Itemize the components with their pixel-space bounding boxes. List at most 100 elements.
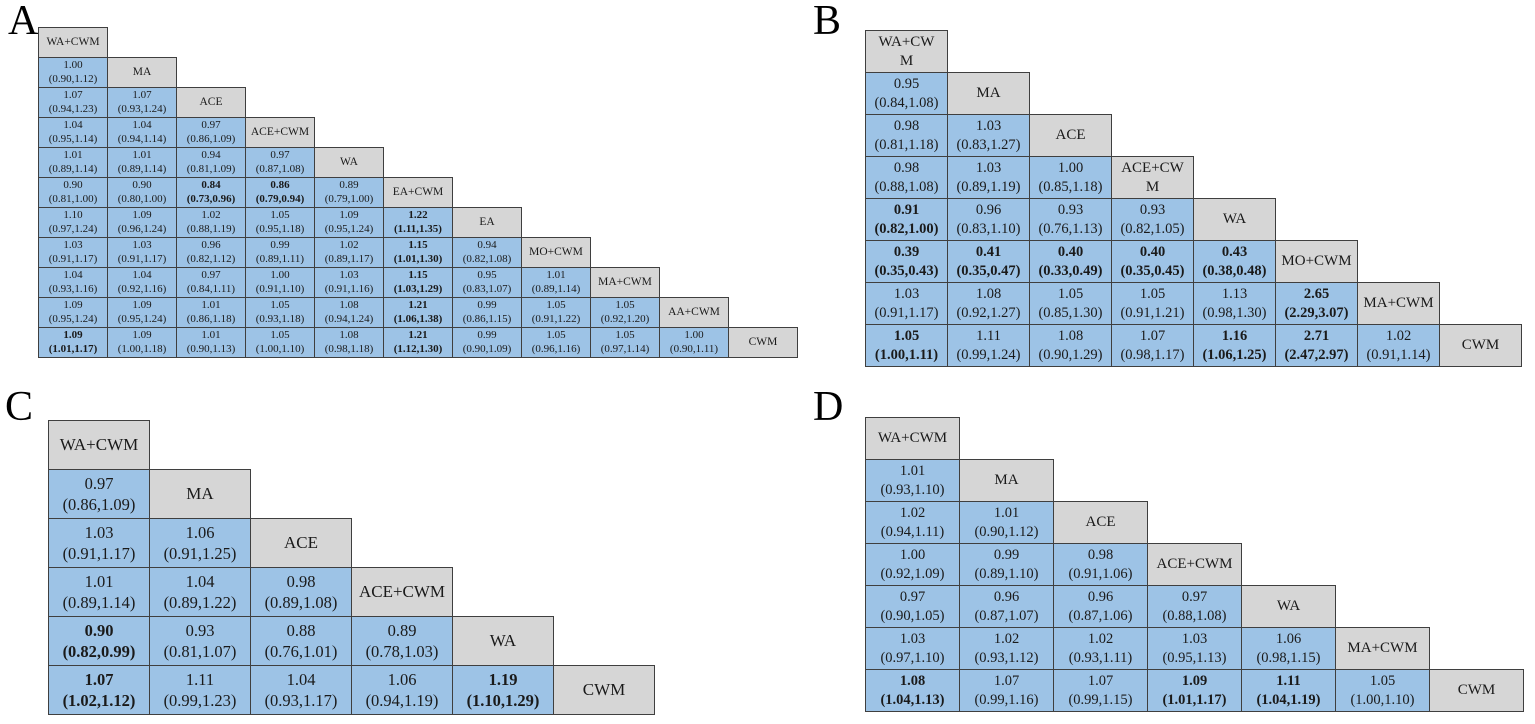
estimate-value: 1.07	[993, 672, 1020, 689]
comparison-cell: 1.09(1.01,1.17)	[1147, 669, 1242, 712]
confidence-interval: (0.99,1.24)	[956, 346, 1021, 363]
comparison-cell: 1.02(0.88,1.19)	[176, 207, 246, 238]
confidence-interval: (0.92,1.16)	[117, 282, 167, 295]
comparison-cell: 0.40(0.35,0.45)	[1111, 240, 1194, 283]
confidence-interval: (0.93,1.24)	[117, 102, 167, 115]
estimate-value: 1.03	[1181, 630, 1208, 647]
panel-label-d: D	[813, 384, 844, 430]
comparison-cell: 0.97(0.84,1.11)	[176, 267, 246, 298]
estimate-value: 1.05	[546, 329, 566, 341]
estimate-value: 1.04	[185, 571, 215, 591]
confidence-interval: (1.10,1.29)	[466, 691, 540, 710]
estimate-value: 0.98	[286, 571, 316, 591]
estimate-value: 1.02	[1087, 630, 1114, 647]
confidence-interval: (0.95,1.24)	[48, 312, 98, 325]
comparison-cell: 1.09(1.01,1.17)	[38, 327, 108, 358]
estimate-value: 0.90	[63, 179, 83, 191]
estimate-value: 0.89	[339, 179, 359, 191]
comparison-cell: 1.05(1.00,1.11)	[865, 324, 948, 367]
confidence-interval: (0.82,1.08)	[462, 252, 512, 265]
estimate-value: 1.04	[63, 269, 83, 281]
comparison-cell: 0.99(0.89,1.10)	[959, 543, 1054, 586]
confidence-interval: (0.79,0.94)	[255, 192, 305, 205]
comparison-cell: 1.05(0.93,1.18)	[245, 297, 315, 328]
confidence-interval: (0.92,1.09)	[880, 565, 945, 582]
estimate-value: 1.04	[132, 269, 152, 281]
confidence-interval: (0.93,1.18)	[255, 312, 305, 325]
estimate-value: 0.95	[477, 269, 497, 281]
estimate-value: 0.90	[84, 620, 114, 640]
confidence-interval: (0.94,1.11)	[880, 523, 945, 540]
table-row: 0.90(0.82,0.99)0.93(0.81,1.07)0.88(0.76,…	[48, 616, 655, 666]
confidence-interval: (1.03,1.29)	[393, 282, 443, 295]
treatment-header: WA	[1193, 198, 1276, 241]
confidence-interval: (1.06,1.25)	[1202, 346, 1267, 363]
estimate-value: 1.02	[1385, 327, 1412, 344]
estimate-value: 1.21	[408, 299, 428, 311]
confidence-interval: (0.95,1.18)	[255, 222, 305, 235]
comparison-cell: 0.98(0.88,1.08)	[865, 156, 948, 199]
comparison-cell: 1.05(0.97,1.14)	[590, 327, 660, 358]
confidence-interval: (0.97,1.24)	[48, 222, 98, 235]
comparison-cell: 1.09(0.95,1.24)	[107, 297, 177, 328]
comparison-cell: 1.22(1.11,1.35)	[383, 207, 453, 238]
confidence-interval: (0.83,1.27)	[956, 136, 1021, 153]
comparison-cell: 1.08(0.98,1.18)	[314, 327, 384, 358]
estimate-value: 1.08	[1057, 327, 1084, 344]
comparison-cell: 0.84(0.73,0.96)	[176, 177, 246, 208]
table-row: 1.05(1.00,1.11)1.11(0.99,1.24)1.08(0.90,…	[865, 324, 1522, 367]
confidence-interval: (0.92,1.27)	[956, 304, 1021, 321]
comparison-cell: 1.11 (1.04,1.19)	[1241, 669, 1336, 712]
estimate-value: 0.90	[132, 179, 152, 191]
comparison-cell: 1.03(0.91,1.17)	[107, 237, 177, 268]
comparison-cell: 0.98(0.91,1.06)	[1053, 543, 1148, 586]
confidence-interval: (0.84,1.08)	[874, 94, 939, 111]
estimate-value: 0.98	[893, 159, 920, 176]
confidence-interval: (0.92,1.20)	[600, 312, 650, 325]
treatment-header: ACE	[1053, 501, 1148, 544]
treatment-header: ACE+CWM	[245, 117, 315, 148]
table-row: WA+CWM	[865, 417, 1524, 460]
comparison-cell: 1.02(0.94,1.11)	[865, 501, 960, 544]
comparison-cell: 0.89(0.78,1.03)	[351, 616, 453, 666]
confidence-interval: (0.94,1.14)	[117, 132, 167, 145]
estimate-value: 1.05	[1139, 285, 1166, 302]
confidence-interval: (0.82,1.05)	[1120, 220, 1185, 237]
estimate-value: 1.22	[408, 209, 428, 221]
estimate-value: 1.11	[185, 669, 215, 689]
estimate-value: 0.94	[477, 239, 497, 251]
estimate-value: 0.96	[993, 588, 1020, 605]
estimate-value: 0.96	[975, 201, 1002, 218]
confidence-interval: (1.04,1.19)	[1256, 691, 1321, 708]
comparison-cell: 0.90 (0.82,0.99)	[48, 616, 150, 666]
estimate-value: 0.96	[1087, 588, 1114, 605]
estimate-value: 1.04	[63, 119, 83, 131]
confidence-interval: (0.84,1.11)	[186, 282, 236, 295]
estimate-value: 1.11	[1276, 672, 1301, 689]
confidence-interval: (0.98,1.30)	[1202, 304, 1267, 321]
confidence-interval: (0.82,0.99)	[62, 642, 136, 661]
treatment-header: CWM	[1439, 324, 1522, 367]
confidence-interval: (0.81,1.18)	[874, 136, 939, 153]
confidence-interval: (0.90,1.12)	[974, 523, 1039, 540]
comparison-cell: 0.94(0.81,1.09)	[176, 147, 246, 178]
treatment-header: ACE	[250, 518, 352, 568]
confidence-interval: (0.94,1.23)	[48, 102, 98, 115]
estimate-value: 0.97	[1181, 588, 1208, 605]
estimate-value: 1.02	[993, 630, 1020, 647]
confidence-interval: (0.90,1.12)	[48, 72, 98, 85]
confidence-interval: (0.81,1.00)	[48, 192, 98, 205]
confidence-interval: (1.11,1.35)	[394, 222, 442, 235]
comparison-cell: 1.02(0.93,1.11)	[1053, 627, 1148, 670]
treatment-header: ACE+CW M	[1111, 156, 1194, 199]
comparison-cell: 1.05(0.96,1.16)	[521, 327, 591, 358]
treatment-header: MA	[959, 459, 1054, 502]
estimate-value: 0.96	[201, 239, 221, 251]
estimate-value: 1.02	[339, 239, 359, 251]
estimate-value: 0.40	[1139, 243, 1166, 260]
estimate-value: 1.07	[1139, 327, 1166, 344]
estimate-value: 0.99	[993, 546, 1020, 563]
estimate-value: 1.01	[63, 149, 83, 161]
comparison-cell: 1.03(0.91,1.17)	[865, 282, 948, 325]
